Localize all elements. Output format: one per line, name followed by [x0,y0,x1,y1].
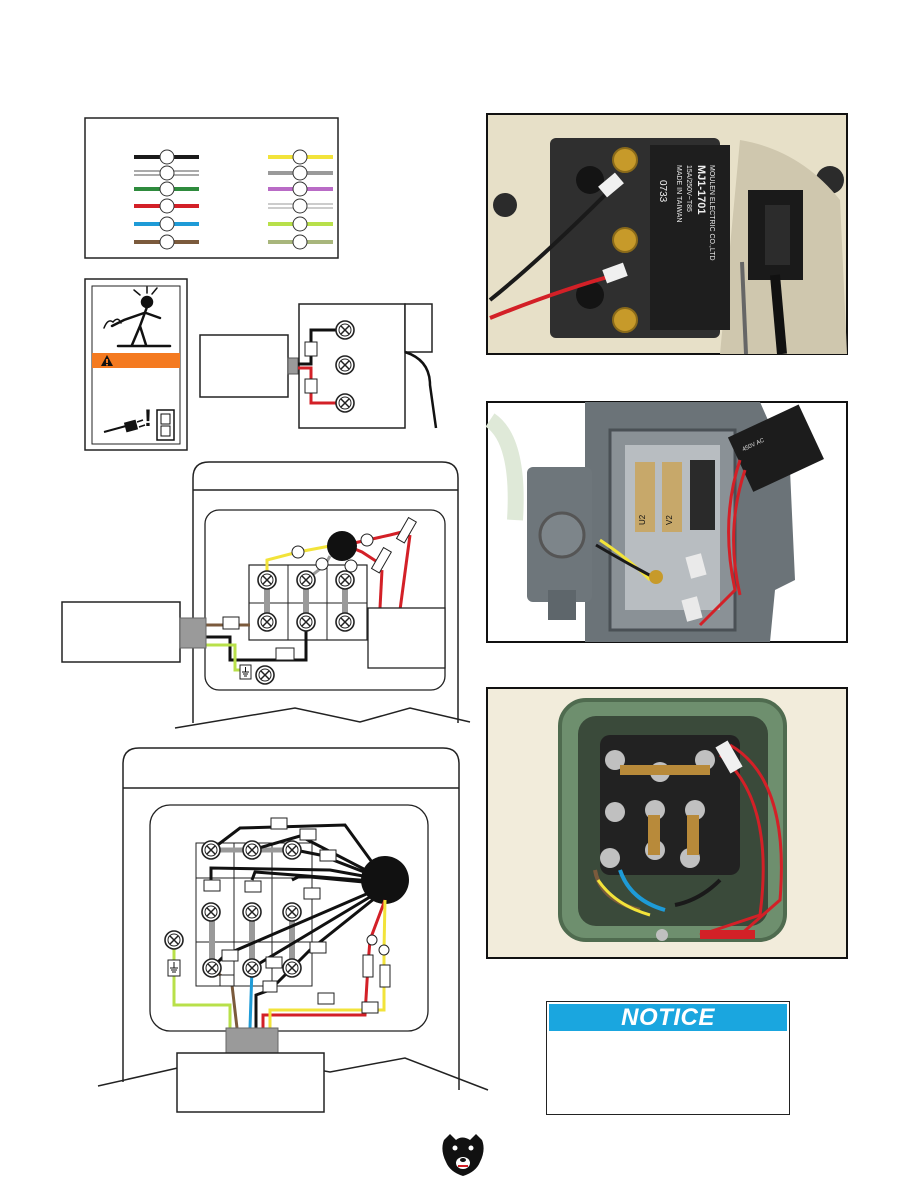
key-white [134,165,199,181]
warning-banner [92,353,180,368]
key-black [134,149,199,165]
key-light-green [268,216,333,232]
key-white-2 [268,198,333,214]
warning-label: ! [84,278,188,451]
svg-text:U2: U2 [638,514,647,525]
bear-logo-icon [442,1134,484,1176]
svg-text:MOULEN ELECTRIC CO.,LTD: MOULEN ELECTRIC CO.,LTD [708,165,715,261]
plug-icon [103,419,146,433]
svg-text:MJ1-1701: MJ1-1701 [695,165,707,215]
svg-text:0733: 0733 [657,180,668,203]
wire-color-key [84,117,339,259]
ground-icon-lower [167,959,181,977]
key-red [134,198,199,214]
key-purple [268,181,333,197]
capacitor-photo: 450V AC U2 V2 [485,401,848,643]
ground-icon [239,664,252,680]
key-green [134,181,199,197]
svg-text:V2: V2 [665,515,674,525]
motor-photo [486,687,848,959]
svg-text:MADE IN TAIWAN: MADE IN TAIWAN [675,165,682,222]
notice-box: NOTICE [546,1001,790,1115]
key-gray [268,165,333,181]
capacitor-box [367,607,446,669]
motor-icon [327,531,357,561]
warning-triangle-icon [101,355,113,366]
key-tan [268,234,333,250]
svg-text:15A/250V~T85: 15A/250V~T85 [685,165,692,212]
motor-junction-diagram-lower [97,747,489,1113]
outlet-icon [156,409,175,441]
key-blue [134,216,199,232]
notice-title: NOTICE [549,1004,787,1031]
svg-text:!: ! [144,405,152,432]
key-yellow [268,149,333,165]
switch-schematic [199,303,438,429]
key-brown [134,234,199,250]
switch-photo: MOULEN ELECTRIC CO.,LTD MJ1-1701 15A/250… [486,113,848,355]
motor-icon-lower [361,856,409,904]
motor-junction-diagram-upper [61,461,471,729]
electrocution-hazard-icon [103,286,172,348]
